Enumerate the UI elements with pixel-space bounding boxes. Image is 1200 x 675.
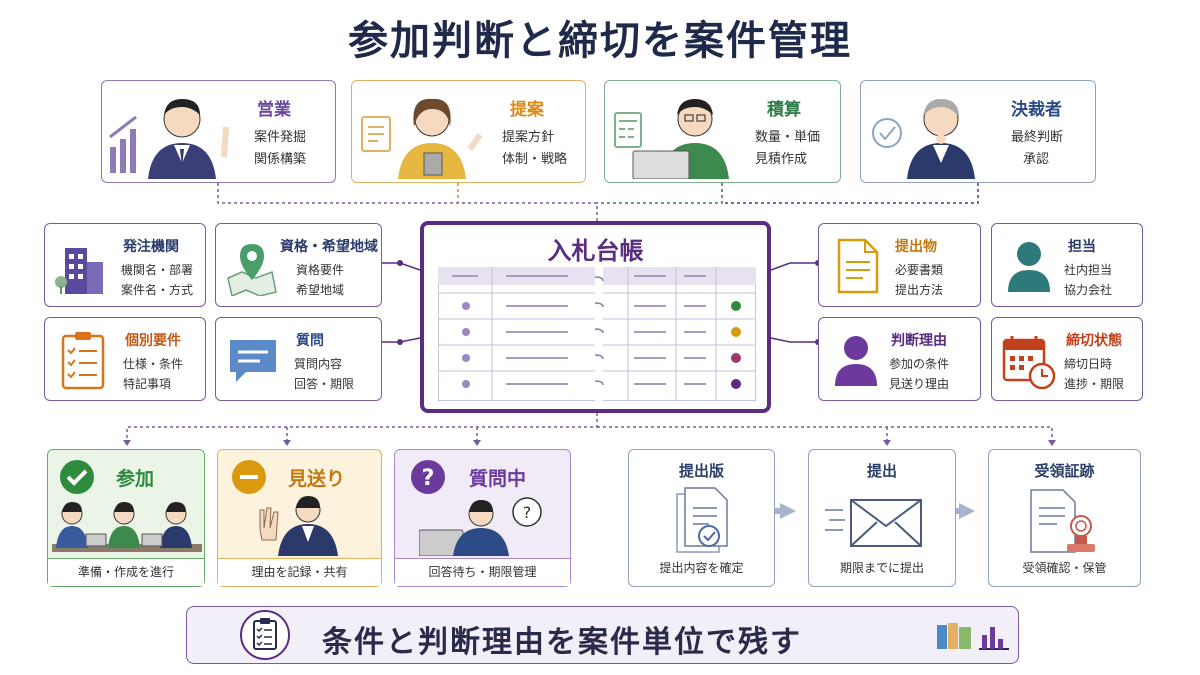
- role-estimator: 積算 数量・単価 見積作成: [604, 80, 841, 183]
- ledger-title: 入札台帳: [547, 237, 644, 265]
- role-approver: 決裁者 最終判断 承認: [860, 80, 1096, 183]
- card-line: 仕様・条件: [123, 357, 184, 371]
- card-line: 必要書類: [895, 263, 944, 277]
- card-title: 提出物: [895, 239, 937, 255]
- calendar-clock-icon: [1002, 336, 1056, 390]
- status-participate: 参加 準備・作成を進行: [47, 449, 205, 587]
- card-line: 案件名・方式: [121, 283, 194, 297]
- person-icon: [835, 336, 877, 386]
- role-line: 関係構築: [254, 152, 307, 167]
- card-individual-requirements: 個別要件 仕様・条件 特記事項: [44, 317, 206, 401]
- folders-chart-icon: [937, 623, 1009, 650]
- role-sales: 営業 案件発掘 関係構築: [101, 80, 336, 183]
- card-qualification-region: 資格・希望地域 資格要件 希望地域: [215, 223, 382, 307]
- card-line: 質問内容: [294, 357, 343, 371]
- status-footer: 準備・作成を進行: [48, 558, 204, 586]
- sales-person-icon: [109, 99, 229, 179]
- flow-footer: 提出内容を確定: [659, 561, 744, 575]
- card-person-in-charge: 担当 社内担当 協力会社: [991, 223, 1143, 307]
- card-deadline-status: 締切状態 締切日時 進捗・期限: [991, 317, 1143, 401]
- flow-title: 提出版: [678, 462, 724, 480]
- role-line: 提案方針: [502, 130, 555, 145]
- card-title: 締切状態: [1066, 333, 1122, 349]
- flow-footer: 期限までに提出: [839, 561, 924, 575]
- minus-circle-icon: [232, 460, 266, 494]
- checklist-icon: [61, 332, 105, 390]
- svg-text:?: ?: [523, 503, 532, 522]
- proposal-person-icon: [361, 98, 483, 179]
- card-line: 協力会社: [1064, 283, 1113, 297]
- role-title: 営業: [257, 100, 291, 120]
- document-icon: [837, 238, 879, 294]
- card-line: 特記事項: [123, 377, 172, 391]
- bid-ledger: 入札台帳: [420, 221, 771, 413]
- ledger-table: [438, 267, 756, 401]
- card-deliverables: 提出物 必要書類 提出方法: [818, 223, 981, 307]
- card-line: 見送り理由: [889, 377, 950, 391]
- role-line: 見積作成: [755, 152, 808, 167]
- card-title: 個別要件: [125, 333, 181, 349]
- status-title: 見送り: [288, 468, 346, 490]
- estimator-person-icon: [614, 99, 729, 179]
- status-title: 質問中: [469, 468, 527, 490]
- flow-submit: 提出 期限までに提出: [808, 449, 956, 587]
- card-line: 社内担当: [1064, 263, 1113, 277]
- card-line: 進捗・期限: [1064, 377, 1125, 391]
- chat-bubble-icon: [230, 340, 276, 382]
- team-meeting-illustration: [52, 502, 202, 552]
- role-title: 提案: [510, 100, 544, 120]
- card-line: 希望地域: [296, 283, 345, 297]
- flow-title: 提出: [866, 462, 897, 480]
- flow-receipt-evidence: 受領証跡 受領確認・保管: [988, 449, 1141, 587]
- status-decline: 見送り 理由を記録・共有: [217, 449, 382, 587]
- flow-title: 受領証跡: [1034, 462, 1095, 480]
- status-title: 参加: [116, 468, 155, 490]
- card-line: 資格要件: [296, 263, 345, 277]
- person-icon: [1008, 242, 1050, 292]
- check-circle-icon: [60, 460, 94, 494]
- decline-person-illustration: [259, 496, 338, 556]
- role-line: 体制・戦略: [502, 152, 568, 167]
- card-line: 提出方法: [895, 283, 944, 297]
- status-footer: 回答待ち・期限管理: [395, 558, 570, 586]
- building-icon: [55, 248, 103, 294]
- question-circle-icon: ?: [411, 460, 445, 494]
- card-line: 締切日時: [1064, 357, 1113, 371]
- clipboard-checklist-icon: [240, 610, 290, 660]
- summary-banner: 条件と判断理由を案件単位で残す: [186, 606, 1019, 664]
- flow-footer: 受領確認・保管: [1022, 561, 1107, 575]
- card-title: 判断理由: [891, 333, 947, 349]
- role-line: 案件発掘: [254, 130, 307, 145]
- card-title: 担当: [1068, 239, 1096, 255]
- card-ordering-agency: 発注機関 機関名・部署 案件名・方式: [44, 223, 206, 307]
- role-proposal: 提案 提案方針 体制・戦略: [351, 80, 586, 183]
- envelope-icon: [825, 499, 922, 547]
- role-title: 決裁者: [1011, 100, 1062, 120]
- status-footer: 理由を記録・共有: [218, 558, 381, 586]
- approver-person-icon: [872, 99, 975, 179]
- card-questions: 質問 質問内容 回答・期限: [215, 317, 382, 401]
- card-title: 発注機関: [123, 239, 179, 255]
- status-questioning: ? 質問中 ? 回答待ち・期限管理: [394, 449, 571, 587]
- page-title: 参加判断と締切を案件管理: [348, 18, 852, 64]
- map-pin-icon: [227, 244, 277, 296]
- banner-text: 条件と判断理由を案件単位で残す: [322, 625, 802, 660]
- card-decision-reason: 判断理由 参加の条件 見送り理由: [818, 317, 981, 401]
- stamp-document-icon: [1030, 489, 1095, 553]
- role-title: 積算: [767, 100, 801, 120]
- question-person-illustration: ?: [419, 497, 542, 556]
- role-line: 最終判断: [1011, 130, 1064, 145]
- role-line: 数量・単価: [755, 130, 821, 145]
- role-line: 承認: [1023, 152, 1050, 167]
- card-line: 回答・期限: [294, 377, 355, 391]
- document-check-icon: [676, 487, 728, 553]
- svg-text:?: ?: [422, 466, 435, 491]
- flow-submission-version: 提出版 提出内容を確定: [628, 449, 775, 587]
- card-title: 資格・希望地域: [280, 239, 378, 255]
- card-line: 参加の条件: [889, 357, 950, 371]
- card-line: 機関名・部署: [121, 263, 194, 277]
- card-title: 質問: [296, 333, 324, 349]
